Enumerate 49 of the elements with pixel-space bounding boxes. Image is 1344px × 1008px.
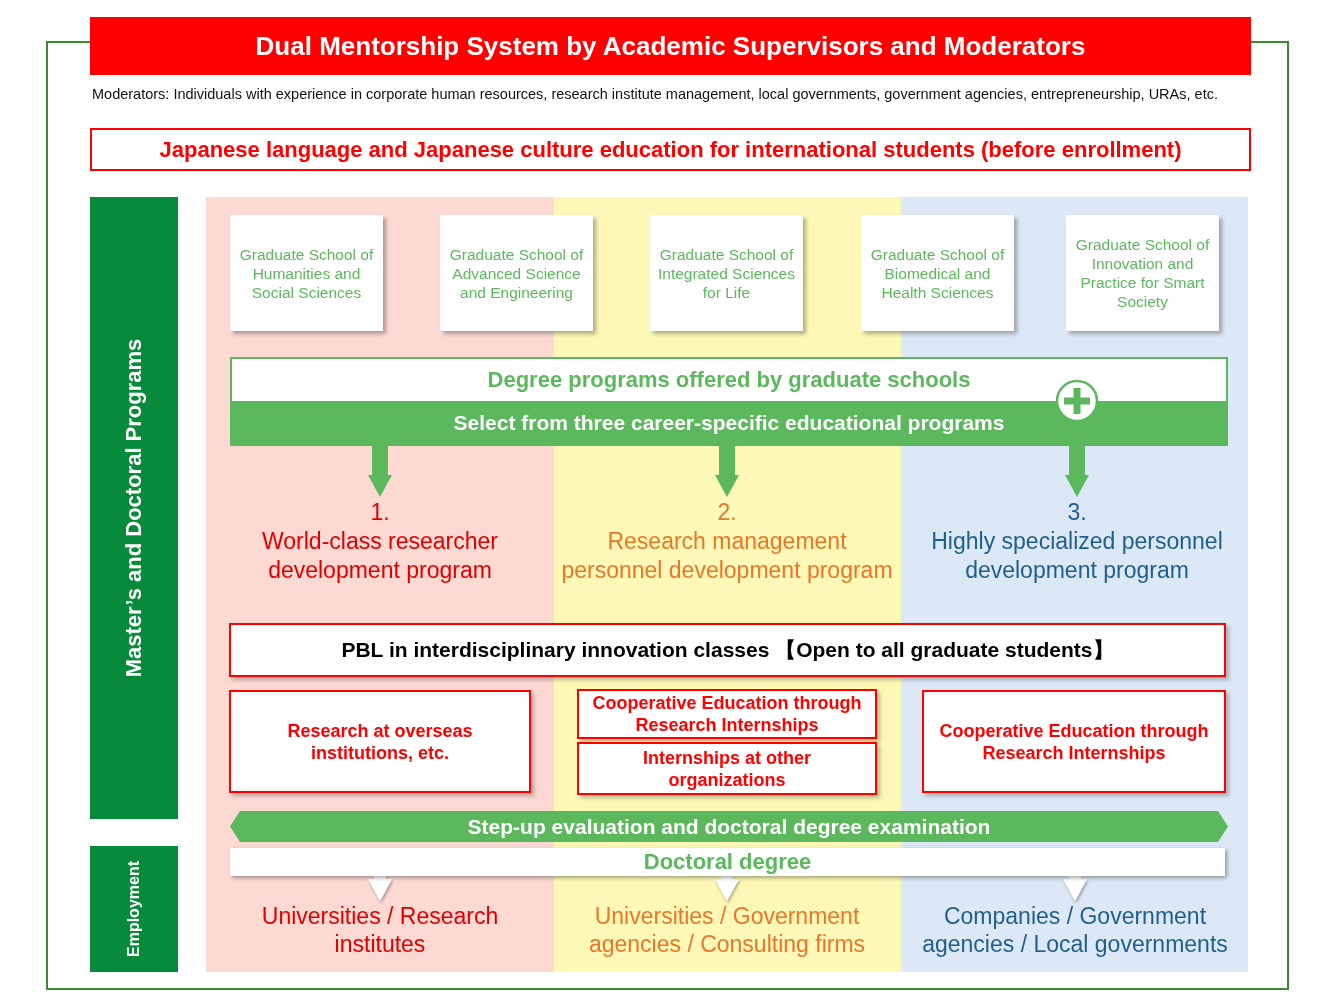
program-title: Research management personnel development program [560, 527, 894, 585]
activity-box [577, 742, 877, 795]
block-arrow [1065, 446, 1089, 497]
box-label: Research at overseas institutions, etc. [286, 719, 474, 764]
box-label: Doctoral degree [643, 849, 812, 875]
program-band: Select from three career-specific educational programs [232, 401, 1226, 444]
block-arrow [1063, 876, 1087, 901]
degree-bar [230, 848, 1225, 876]
class-box [229, 623, 1226, 677]
school-card [1066, 215, 1219, 331]
program-title: World-class researcher development program [261, 527, 499, 585]
box-label: Graduate School of Advanced Science and Engineering [448, 244, 585, 302]
box-label: Cooperative Education through Research Internships [938, 719, 1210, 764]
block-arrow [715, 446, 739, 497]
program-title: Universities / Research institutes [260, 902, 500, 958]
box-label: Cooperative Education through Research Internships [591, 692, 863, 736]
side-label: Master’s and Doctoral Programs [121, 338, 147, 678]
school-card [440, 215, 593, 331]
banner-box [90, 128, 1251, 171]
school-card [861, 215, 1014, 331]
box-label: Internships at other organizations [642, 746, 812, 791]
program-number: 3. [1067, 498, 1087, 527]
box-label: Graduate School of Integrated Sciences for Life [657, 244, 796, 302]
box-label: Graduate School of Humanities and Social Sciences [238, 244, 375, 302]
block-arrow [715, 876, 739, 901]
box-label: Graduate School of Biomedical and Health Sciences [869, 244, 1006, 302]
activity-box [577, 689, 877, 739]
school-card [230, 215, 383, 331]
program-number: 2. [717, 498, 737, 527]
box-label: Japanese language and Japanese culture education for international students (before enrollment) [159, 136, 1182, 163]
block-arrow [368, 876, 392, 901]
note-text: Moderators: Individuals with experience in corporate human resources, research institute management, local governments, government agencies, entrepreneurship, URAs, etc. [92, 85, 1219, 103]
program-title: Highly specialized personnel development program [930, 527, 1224, 585]
school-card [650, 215, 803, 331]
box-label: PBL in interdisciplinary innovation classes 【Open to all graduate students】 [341, 637, 1114, 663]
program-title: Companies / Government agencies / Local governments [921, 902, 1229, 958]
side-bar [90, 197, 178, 819]
box-label: Graduate School of Innovation and Practice for Smart Society [1074, 235, 1211, 311]
program-number: 1. [370, 498, 390, 527]
side-bar [90, 846, 178, 972]
program-box [230, 357, 1228, 446]
box-label: Step-up evaluation and doctoral degree examination [467, 814, 991, 839]
activity-box [229, 690, 531, 793]
block-arrow [368, 446, 392, 497]
program-title: Universities / Government agencies / Consulting firms [587, 902, 867, 958]
title-banner: Dual Mentorship System by Academic Supervisors and Moderators [90, 17, 1251, 75]
box-heading: Degree programs offered by graduate schools [487, 366, 971, 394]
activity-box [922, 690, 1226, 793]
side-label: Employment [125, 861, 143, 957]
